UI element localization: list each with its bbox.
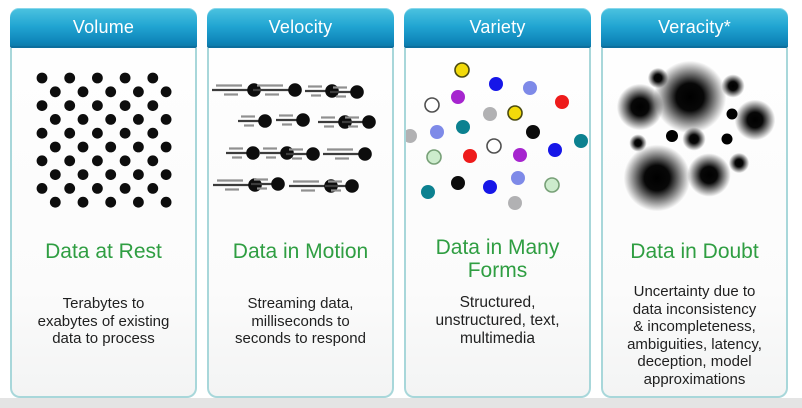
card-velocity-header: Velocity [207, 8, 394, 48]
card-veracity: Veracity* Data in Doubt Uncertainty due … [601, 8, 788, 398]
comet-dots-graphic [212, 83, 376, 193]
card-veracity-description: Uncertainty due to data inconsistency & … [627, 283, 762, 388]
card-velocity-body: Data in Motion Streaming data, milliseco… [207, 48, 394, 398]
dot-grid-graphic [36, 72, 172, 208]
footer-strip [0, 398, 802, 408]
card-volume-header: Volume [10, 8, 197, 48]
card-variety-header: Variety [404, 8, 591, 48]
card-velocity-title: Data in Motion [232, 240, 369, 263]
card-velocity-header-label: Velocity [268, 16, 333, 37]
card-veracity-body: Data in Doubt Uncertainty due to data in… [601, 48, 788, 398]
cards-row: Volume Data at Rest Terabytes to exabyte… [10, 8, 788, 398]
card-veracity-header-label: Veracity* [658, 16, 731, 37]
fuzzy-dots-graphic [616, 60, 776, 212]
card-variety: Variety Data in Many Forms Structured, u… [404, 8, 591, 398]
card-variety-description: Structured, unstructured, text, multimed… [435, 294, 560, 348]
card-volume-header-label: Volume [72, 16, 135, 37]
card-volume: Volume Data at Rest Terabytes to exabyte… [10, 8, 197, 398]
card-volume-description: Terabytes to exabytes of existing data t… [37, 295, 170, 348]
card-velocity: Velocity Data in Motion Streaming data, … [207, 8, 394, 398]
colored-dots-graphic [406, 62, 588, 210]
card-veracity-title: Data in Doubt [630, 240, 759, 263]
card-variety-title: Data in Many Forms [435, 236, 560, 283]
card-veracity-header: Veracity* [601, 8, 788, 48]
card-variety-header-label: Variety [469, 16, 526, 37]
card-volume-body: Data at Rest Terabytes to exabytes of ex… [10, 48, 197, 398]
card-velocity-description: Streaming data, milliseconds to seconds … [235, 295, 366, 348]
card-variety-body: Data in Many Forms Structured, unstructu… [404, 48, 591, 398]
card-volume-title: Data at Rest [45, 240, 162, 263]
